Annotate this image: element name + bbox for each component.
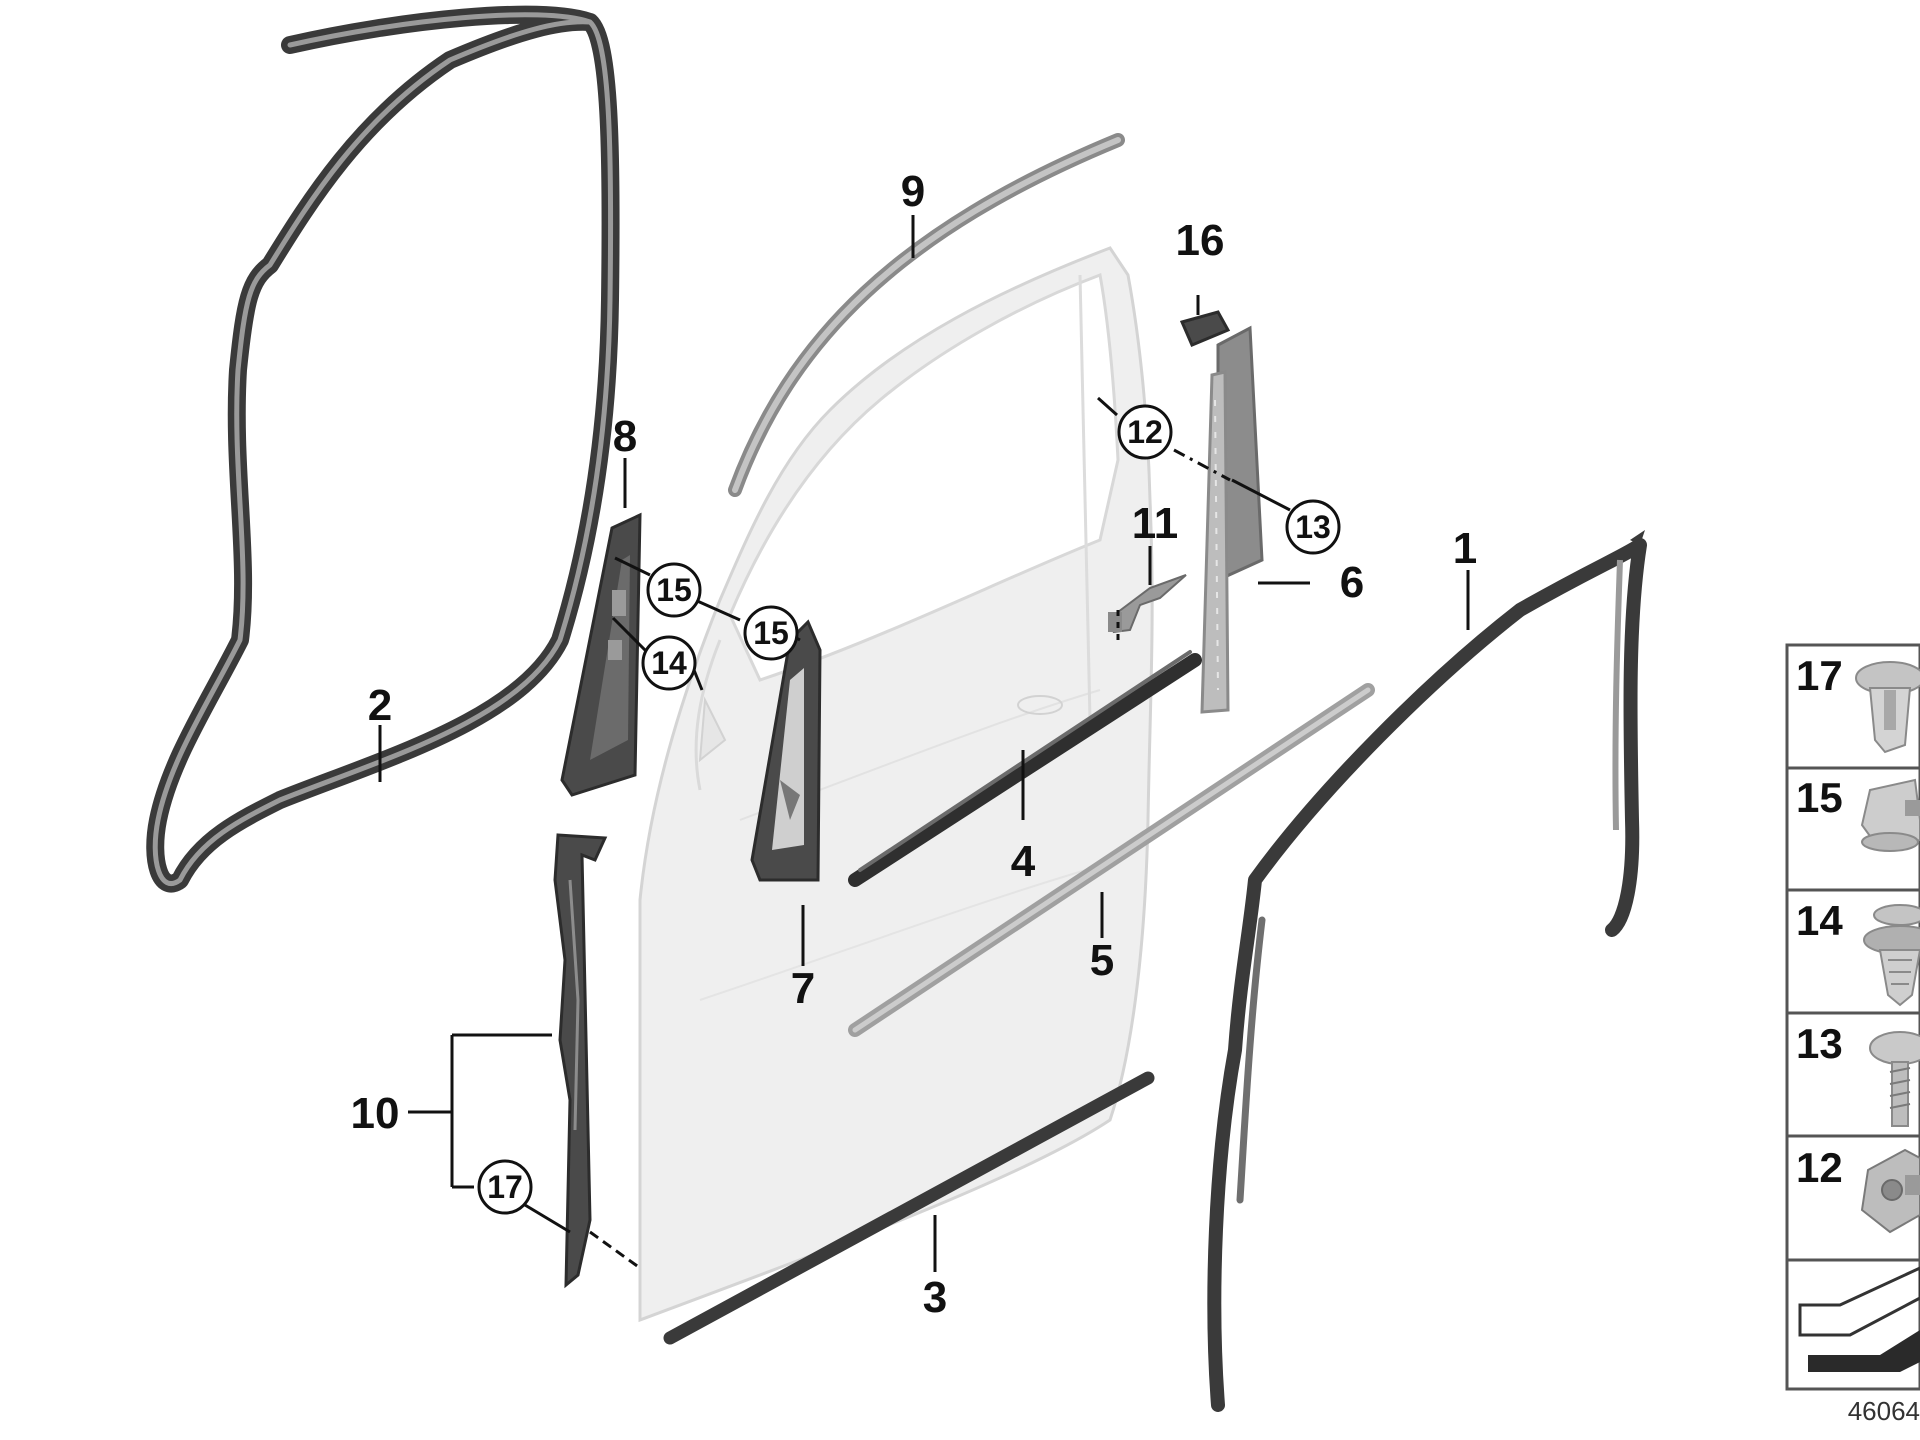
legend-row-arrow: [1798, 1266, 1920, 1372]
legend-row-14: 14: [1796, 897, 1920, 1007]
callout-1: 1: [1453, 524, 1477, 573]
fastener-legend: 17 15 14: [1785, 643, 1920, 1391]
callout-circle-13-label: 13: [1295, 509, 1331, 545]
direction-arrow-icon: [1798, 1266, 1920, 1372]
callout-7: 7: [791, 964, 815, 1013]
part-10-pillar-seal: [553, 833, 608, 1289]
callout-6: 6: [1340, 558, 1364, 607]
part-7-triangle-trim: [750, 619, 822, 882]
legend-label-13: 13: [1796, 1020, 1843, 1067]
legend-label-14: 14: [1796, 897, 1843, 944]
callout-circle-17-label: 17: [487, 1169, 523, 1205]
part-6-pillar-trim: [1200, 325, 1264, 714]
callout-9: 9: [901, 167, 925, 216]
legend-label-17: 17: [1796, 652, 1843, 699]
legend-label-12: 12: [1796, 1144, 1843, 1191]
part-2-door-seal: [146, 5, 620, 893]
push-rivet-14-icon: [1863, 904, 1920, 1007]
callout-11: 11: [1132, 499, 1179, 548]
circled-callouts: 12 13 15 15 14 17: [477, 404, 1341, 1215]
callout-4: 4: [1011, 837, 1036, 886]
part-16-cap: [1179, 310, 1231, 347]
nut-clip-12-icon: [1860, 1148, 1920, 1234]
callout-circle-12-label: 12: [1127, 414, 1163, 450]
part-3-lower-seal: [663, 1071, 1155, 1345]
callout-circle-15a: 15: [646, 562, 702, 618]
part-5-side-moulding: [848, 683, 1375, 1037]
callout-circle-15b: 15: [743, 605, 799, 661]
callout-circle-13: 13: [1285, 499, 1341, 555]
callout-circle-17: 17: [477, 1159, 533, 1215]
callout-circle-15b-label: 15: [753, 615, 789, 651]
callout-circle-12: 12: [1117, 404, 1173, 460]
number-callouts: 2 8 9 16 11 1 6 4 5 7 10 3: [351, 167, 1478, 1322]
callout-2: 2: [368, 681, 392, 730]
leader-lines: [378, 215, 1470, 1272]
legend-row-17: 17: [1796, 652, 1920, 754]
part-8-mirror-cover: [560, 512, 642, 797]
callout-8: 8: [613, 412, 637, 461]
legend-row-13: 13: [1796, 1020, 1920, 1127]
screw-13-icon: [1869, 1031, 1920, 1127]
callout-16: 16: [1176, 216, 1225, 265]
callout-3: 3: [923, 1273, 947, 1322]
callout-10: 10: [351, 1089, 400, 1138]
clip-17-icon: [1855, 661, 1920, 754]
legend-label-15: 15: [1796, 774, 1843, 821]
clip-15-icon: [1860, 778, 1920, 852]
diagram-reference-id: 46064: [1848, 1396, 1920, 1426]
callout-circle-14-label: 14: [651, 645, 687, 681]
legend-row-15: 15: [1796, 774, 1920, 852]
callout-circle-14: 14: [641, 635, 697, 691]
callout-circle-15a-label: 15: [656, 572, 692, 608]
part-1-window-channel: [1207, 530, 1647, 1412]
part-4-belt-strip: [848, 650, 1202, 887]
door-shell: [638, 246, 1154, 1323]
part-9-frame-strip: [728, 133, 1125, 497]
callout-5: 5: [1090, 936, 1114, 985]
legend-row-12: 12: [1796, 1144, 1920, 1234]
